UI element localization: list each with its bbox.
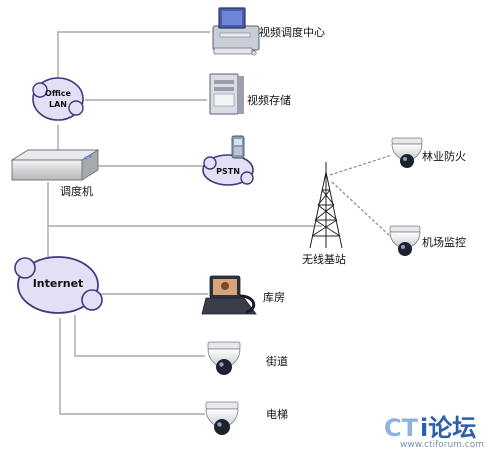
airport-camera-icon	[389, 225, 421, 256]
elevator-camera-icon	[205, 401, 239, 435]
mobile-phone-icon	[231, 135, 245, 159]
wireless-link-airport	[331, 181, 393, 239]
base-station-tower-icon	[309, 162, 343, 249]
video-phone-icon	[201, 275, 257, 315]
ctiforum-logo: CT i论坛 www.ctiforum.com	[384, 414, 484, 450]
warehouse-label: 库房	[263, 291, 285, 304]
street-label: 街道	[266, 354, 288, 368]
forest-fire-camera-icon	[391, 137, 423, 168]
logo-text-forum: i论坛	[420, 414, 476, 442]
airport-monitor-label: 机场监控	[422, 235, 466, 249]
link-internet-to-elevator	[59, 318, 205, 415]
internet-cloud: Internet	[14, 256, 103, 314]
logo-text-ct: CT	[384, 414, 419, 442]
wireless-link-forest-fire	[329, 154, 393, 176]
dispatcher-label: 调度机	[60, 184, 93, 198]
pstn-cloud: PSTN	[202, 154, 254, 186]
server-tower-icon	[209, 73, 244, 115]
logo-url: www.ctiforum.com	[400, 440, 484, 450]
base-station-label: 无线基站	[302, 252, 346, 266]
street-camera-icon	[207, 341, 241, 375]
pstn-label: PSTN	[216, 167, 240, 176]
link-internet-to-street	[74, 315, 205, 357]
desktop-computer-icon	[212, 7, 260, 56]
office-lan-cloud: Office LAN	[32, 77, 84, 121]
office-lan-label-line2: LAN	[49, 100, 67, 109]
internet-label: Internet	[33, 277, 84, 290]
dispatcher-switch-icon	[10, 149, 100, 181]
link-lan-to-video-center	[57, 31, 210, 90]
video-center-label: 视频调度中心	[259, 25, 325, 39]
elevator-label: 电梯	[266, 408, 288, 421]
video-storage-label: 视频存储	[247, 93, 291, 107]
wireless-links	[329, 154, 393, 239]
connection-lines	[47, 31, 322, 415]
office-lan-label-line1: Office	[45, 89, 71, 98]
forest-fire-label: 林业防火	[422, 149, 466, 163]
